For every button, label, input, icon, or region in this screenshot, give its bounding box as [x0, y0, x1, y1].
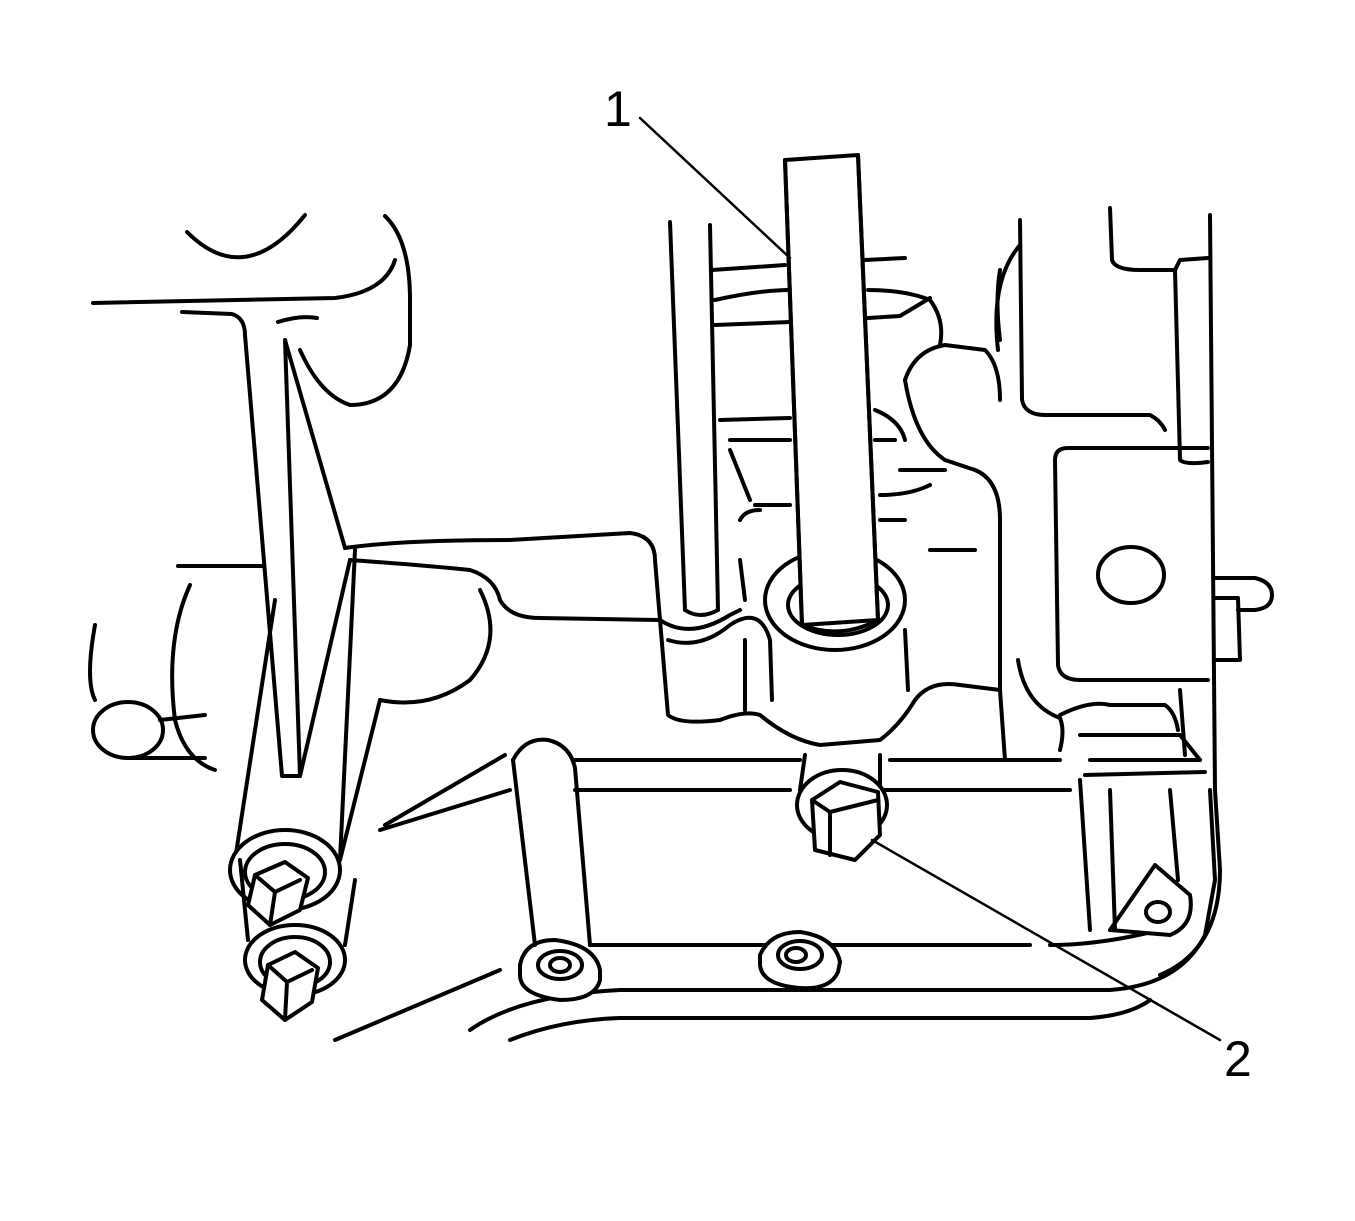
- right-pin: [1213, 576, 1274, 662]
- leader-line-1: [638, 116, 792, 260]
- left-upper-plug: [228, 828, 342, 927]
- upper-internal-channels: [710, 256, 977, 602]
- callout-label-1: 1: [604, 81, 632, 137]
- drain-plug-bolt: [795, 753, 889, 862]
- cross-tube: [378, 737, 802, 947]
- right-housing: [878, 206, 1210, 932]
- pan-bolt-boss-left: [518, 938, 602, 1002]
- callout-label-2: 2: [1224, 1031, 1252, 1087]
- pan-bolt-boss-middle: [758, 930, 842, 991]
- leader-line-2: [870, 838, 1222, 1042]
- pan-bolt-boss-right: [1108, 863, 1193, 937]
- left-lower-plug: [238, 858, 357, 1022]
- left-cylinder-stub: [88, 583, 217, 772]
- left-upper-housing: [91, 213, 412, 407]
- left-vertical-tube: [668, 220, 720, 617]
- main-shaft: [763, 153, 907, 652]
- valve-body-block: [658, 608, 1002, 747]
- lever-arm: [176, 333, 662, 862]
